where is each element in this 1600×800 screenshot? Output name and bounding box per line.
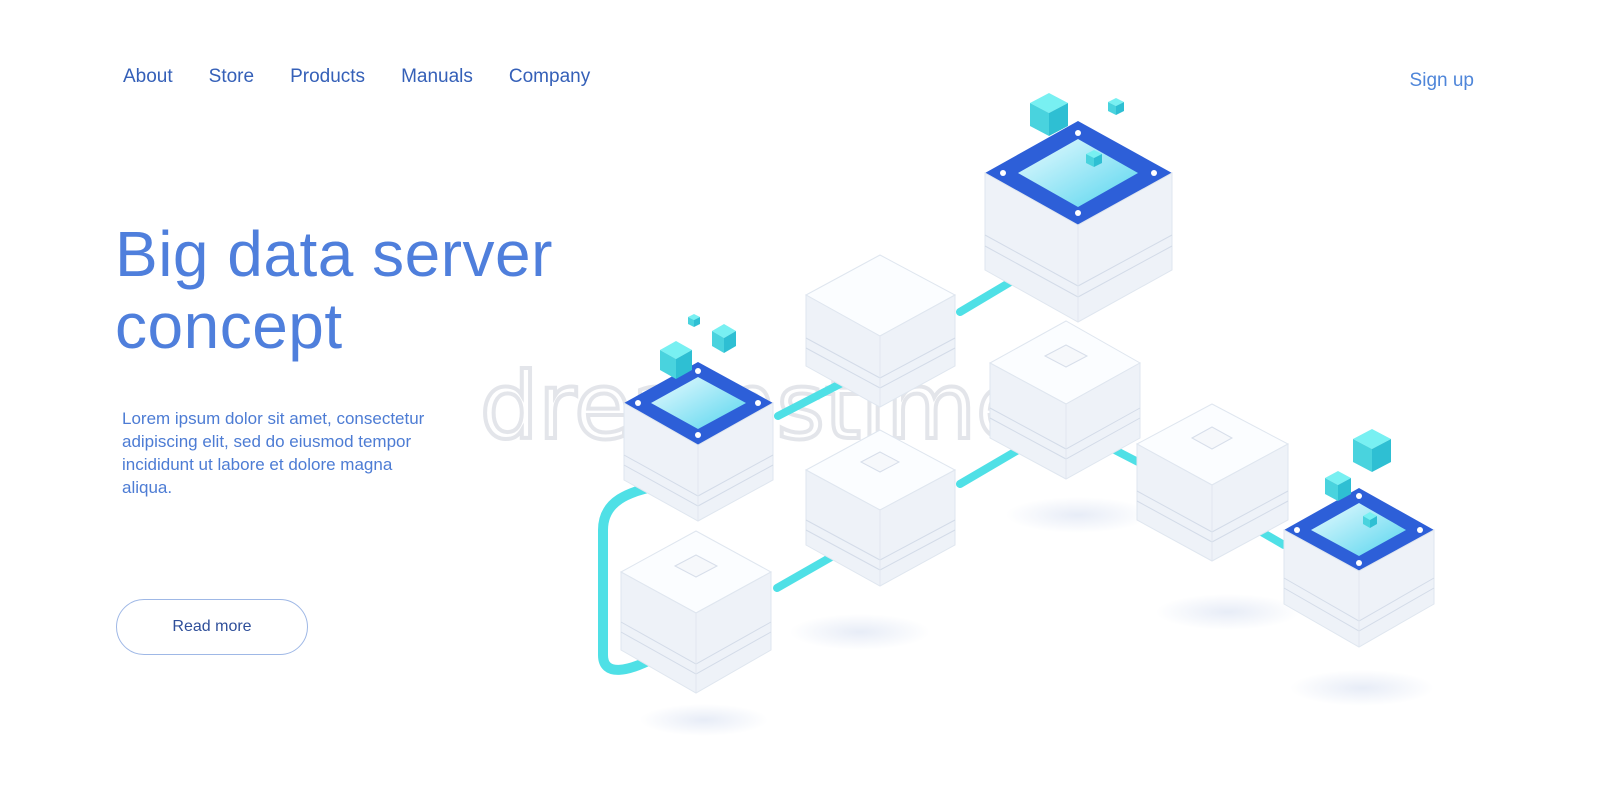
connector-port bbox=[651, 481, 661, 491]
nav-link-company[interactable]: Company bbox=[508, 66, 591, 87]
connector-port bbox=[1102, 441, 1112, 451]
read-more-button[interactable]: Read more bbox=[116, 599, 308, 655]
shadow bbox=[1290, 670, 1434, 706]
shadow bbox=[790, 614, 930, 650]
hero-description: Lorem ipsum dolor sit amet, consectetur … bbox=[122, 409, 425, 497]
connector-port bbox=[835, 547, 845, 557]
connector bbox=[956, 270, 1028, 316]
connector bbox=[1249, 523, 1288, 549]
connector-port bbox=[1019, 269, 1029, 279]
nav-link-products[interactable]: Products bbox=[290, 66, 366, 87]
server-block bbox=[1135, 403, 1290, 562]
connector-port bbox=[1248, 522, 1258, 532]
sign-up-link[interactable]: Sign up bbox=[1409, 70, 1474, 91]
connector-port bbox=[1020, 441, 1030, 451]
server-block bbox=[804, 254, 957, 408]
nav-link-manuals[interactable]: Manuals bbox=[401, 66, 473, 87]
glowing-server-top bbox=[984, 121, 1173, 323]
connector bbox=[774, 378, 848, 420]
hero-title: Big data server concept bbox=[115, 218, 553, 362]
server-block bbox=[804, 429, 957, 587]
server-block bbox=[988, 320, 1142, 480]
server-block bbox=[619, 530, 773, 694]
connector bbox=[956, 442, 1029, 488]
nav-link-about[interactable]: About bbox=[123, 66, 173, 87]
connector-left-vertical bbox=[598, 481, 661, 675]
shadow bbox=[1156, 594, 1300, 630]
nav-link-store[interactable]: Store bbox=[208, 66, 255, 87]
shadow bbox=[1006, 497, 1150, 533]
floating-data-cubes bbox=[660, 93, 1391, 528]
connector-port bbox=[651, 652, 661, 662]
connector-port bbox=[839, 377, 849, 387]
glowing-server-left bbox=[623, 362, 774, 522]
top-navigation: About Store Products Manuals Company bbox=[123, 66, 626, 88]
connector bbox=[1103, 442, 1142, 466]
glowing-server-right bbox=[1283, 488, 1435, 648]
shadow bbox=[640, 704, 768, 736]
network-connectors bbox=[598, 269, 1288, 675]
connector bbox=[773, 548, 844, 592]
watermark-text: dreamstime bbox=[480, 353, 1033, 460]
